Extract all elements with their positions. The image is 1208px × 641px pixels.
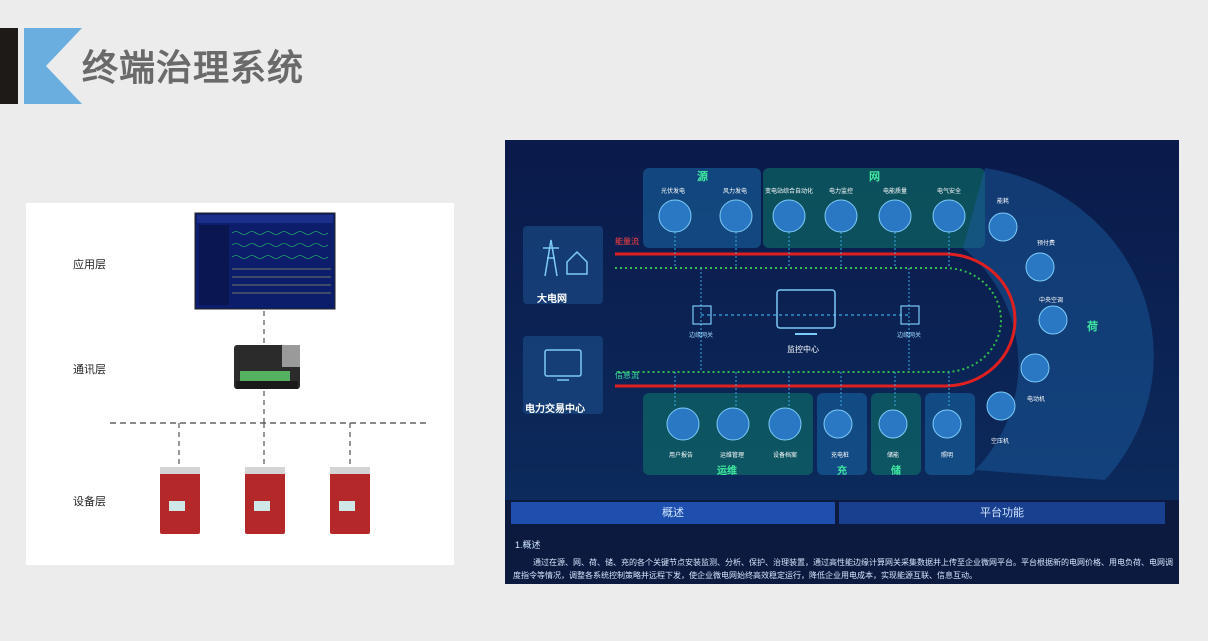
grid-item-quality: 电能质量 (883, 189, 908, 195)
load-item-hvac: 中央空调 (1039, 298, 1064, 304)
gateway-right-icon (900, 305, 920, 325)
description-text: 通过在源、网、荷、储、充的各个关键节点安装监测、分析、保护、治理装置，通过高性能… (513, 558, 1173, 580)
device-cabinet-2 (245, 467, 285, 534)
gateway-device-image (234, 345, 300, 389)
description-title: 1.概述 (515, 540, 541, 550)
header-chevron-icon (24, 28, 82, 104)
grid-item-substation: 变电站综合自动化 (765, 189, 814, 195)
platform-diagram (505, 140, 1179, 500)
group-label-load: 荷 (1087, 321, 1098, 333)
source-item-wind: 风力发电 (723, 189, 748, 195)
gateway-right-label: 边缘网关 (897, 333, 922, 339)
monitor-center-label: 监控中心 (787, 345, 819, 354)
group-label-source: 源 (697, 171, 708, 183)
group-label-ops: 运维 (717, 466, 737, 477)
platform-overview-panel: 源 网 荷 运维 充 储 光伏发电 风力发电 变电站综合自动化 电力监控 电能质… (505, 140, 1179, 584)
architecture-diagram: 应用层 通讯层 设备层 (26, 203, 454, 565)
group-label-grid: 网 (869, 171, 880, 183)
grid-item-monitoring: 电力监控 (829, 189, 854, 195)
source-item-pv: 光伏发电 (661, 189, 686, 195)
ops-item-report: 用户报告 (669, 453, 694, 459)
load-item-prepaid: 预付费 (1037, 241, 1056, 247)
grid-node-label: 大电网 (537, 294, 567, 305)
tab-overview[interactable]: 概述 (511, 502, 835, 524)
monitor-center-icon (776, 289, 836, 329)
grid-item-safety: 电气安全 (937, 189, 962, 195)
group-label-charge: 充 (837, 466, 847, 477)
ops-item-management: 运维管理 (720, 453, 745, 459)
device-cabinet-1 (160, 467, 200, 534)
load-item-motor: 电动机 (1027, 397, 1046, 403)
power-grid-icon (543, 239, 588, 277)
trade-center-icon (544, 349, 582, 381)
monitor-screen-image (194, 212, 336, 310)
header-dark-bar (0, 28, 18, 104)
ops-item-archive: 设备档案 (773, 453, 798, 459)
storage-item: 储能 (887, 453, 900, 459)
gateway-left-label: 边缘网关 (689, 333, 714, 339)
load-item-energy: 能耗 (997, 199, 1010, 205)
trade-node-label: 电力交易中心 (525, 404, 585, 415)
energy-flow-label: 能量流 (615, 237, 639, 246)
device-cabinet-3 (330, 467, 370, 534)
group-label-storage: 储 (891, 466, 901, 477)
tab-platform-functions[interactable]: 平台功能 (839, 502, 1165, 524)
load-item-lighting: 照明 (941, 453, 954, 459)
charge-item-pile: 充电桩 (831, 453, 850, 459)
info-flow-label: 信息流 (615, 371, 639, 380)
layer-label-application: 应用层 (73, 259, 106, 271)
gateway-left-icon (692, 305, 712, 325)
architecture-graphics (110, 212, 426, 534)
page-title: 终端治理系统 (82, 47, 305, 88)
layer-label-communication: 通讯层 (73, 364, 106, 376)
layer-label-device: 设备层 (73, 496, 106, 508)
load-item-compressor: 空压机 (991, 439, 1010, 445)
